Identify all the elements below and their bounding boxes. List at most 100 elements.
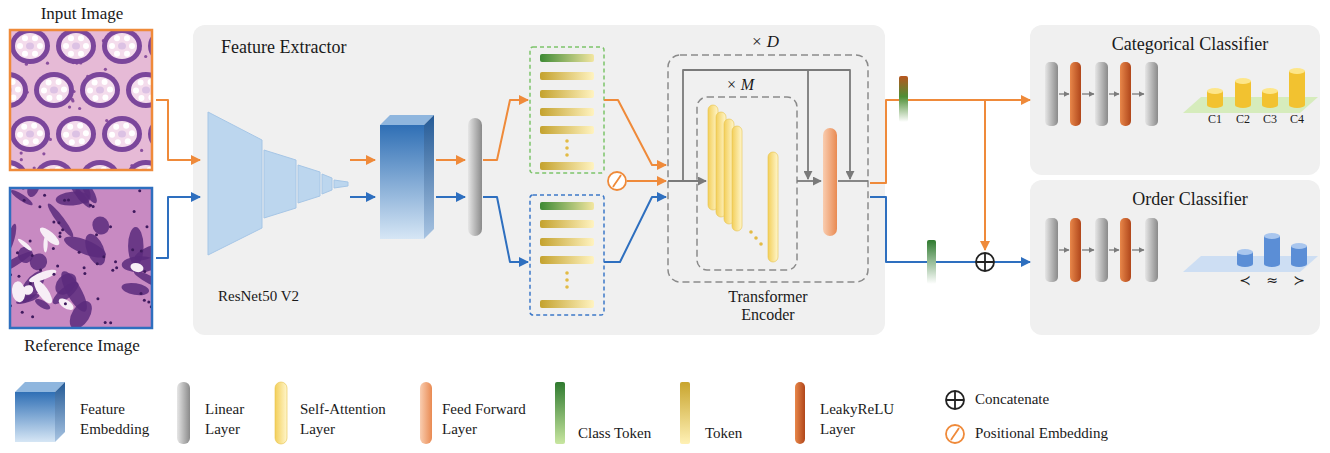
- order-classifier-panel: Order Classifier: [1030, 180, 1320, 335]
- transformer-encoder: Transformer Encoder: [666, 53, 870, 325]
- goblet-cell: [92, 95, 98, 101]
- goblet-cell: [69, 139, 75, 145]
- ellipsis-dot: [565, 139, 569, 143]
- stroma-nucleus: [144, 55, 147, 58]
- nucleus: [31, 315, 34, 318]
- flow-arrow: [668, 180, 706, 182]
- resnet-stage: [298, 165, 320, 203]
- bar-top: [1291, 243, 1307, 249]
- goblet-cell: [109, 43, 115, 49]
- stroma-nucleus: [140, 149, 143, 152]
- nucleus: [83, 272, 86, 275]
- reference-tissue-image: [10, 188, 152, 328]
- gland-lumen: [72, 43, 80, 50]
- tumor-cluster: [121, 281, 150, 297]
- stroma-nucleus: [46, 62, 49, 65]
- legend-ff-icon: [420, 382, 432, 444]
- gland-ring: [126, 72, 152, 108]
- output-class-token: [899, 76, 908, 122]
- gland-lumen: [26, 43, 34, 50]
- goblet-cell: [102, 95, 108, 101]
- gland-body: [10, 77, 23, 103]
- bar-top: [1237, 249, 1253, 255]
- node-heading: Feature Extractor: [221, 37, 521, 58]
- goblet-cell: [125, 138, 131, 144]
- ellipsis-dot: [565, 271, 569, 275]
- nucleus: [16, 251, 19, 254]
- categorical-classifier-panel: Categorical Classifier: [1030, 25, 1320, 175]
- gland-lumen: [72, 131, 80, 138]
- tumor-cluster: [10, 223, 18, 254]
- linear-layer: [1145, 218, 1158, 282]
- order-label: ≈: [1260, 272, 1284, 288]
- nucleus: [61, 228, 64, 231]
- gland-ring: [126, 160, 152, 170]
- goblet-cell: [87, 87, 93, 93]
- nucleus: [52, 247, 55, 250]
- self-attention-layer: [768, 152, 778, 262]
- gland-body: [85, 77, 115, 103]
- goblet-cell: [113, 124, 119, 130]
- nucleus: [89, 204, 92, 207]
- flow-arrow: [604, 197, 666, 262]
- tumor-cluster: [89, 214, 112, 238]
- encoder-repeat-box: [668, 55, 868, 282]
- concatenate-cross: [976, 253, 994, 271]
- gland-ring: [10, 160, 28, 170]
- linear-layer: [1095, 218, 1108, 282]
- flow-arrow: [797, 180, 821, 182]
- order-label: ≻: [1287, 272, 1311, 288]
- tumor-cluster: [10, 188, 34, 207]
- gland-ring: [102, 116, 142, 152]
- goblet-cell: [133, 87, 139, 93]
- nucleus: [63, 199, 66, 202]
- ellipsis-dot: [754, 236, 758, 240]
- goblet-cell: [107, 87, 113, 93]
- cube-side: [424, 115, 434, 239]
- nucleus: [138, 189, 141, 192]
- goblet-cell: [17, 132, 23, 138]
- gland-ring: [80, 160, 120, 170]
- leakyrelu-layer: [1070, 62, 1081, 126]
- node-heading: Input Image: [8, 4, 156, 24]
- positional-embedding-symbol: [608, 172, 626, 190]
- ellipsis-dot: [565, 153, 569, 157]
- lumen-gap: [57, 296, 76, 312]
- flow-arrow: [838, 180, 868, 182]
- linear-layer: [468, 118, 482, 236]
- flow-arrow: [436, 196, 465, 198]
- legend-text: Self-Attention Layer: [300, 400, 405, 439]
- ellipsis-dot: [759, 242, 763, 246]
- linear-layer: [1145, 62, 1158, 126]
- goblet-cell: [23, 139, 29, 145]
- gland-body: [107, 33, 137, 59]
- legend-text: Token: [705, 424, 742, 444]
- legend-text: Concatenate: [975, 390, 1049, 410]
- leakyrelu-layer: [1120, 62, 1131, 126]
- legend-text: Linear Layer: [205, 400, 260, 439]
- goblet-cell: [46, 95, 52, 101]
- nucleus: [92, 205, 95, 208]
- lumen-gap: [21, 283, 35, 296]
- goblet-cell: [37, 130, 43, 136]
- bar-body: [1235, 81, 1251, 105]
- goblet-cell: [21, 124, 27, 130]
- token: [540, 90, 594, 98]
- ellipsis-dot: [749, 230, 753, 234]
- nucleus: [109, 225, 112, 228]
- nucleus: [83, 266, 86, 269]
- flow-arrow: [350, 196, 375, 198]
- class-label: C4: [1284, 113, 1310, 127]
- bar-top: [1262, 88, 1278, 94]
- flow-arrow: [483, 197, 528, 262]
- nucleus: [96, 262, 99, 265]
- token: [540, 72, 594, 80]
- gland-body: [39, 77, 69, 103]
- order-label: ≺: [1233, 272, 1257, 288]
- nucleus: [140, 249, 143, 252]
- lumen-gap: [37, 225, 61, 248]
- input-image-panel: Input Image: [8, 0, 156, 174]
- nucleus: [23, 199, 26, 202]
